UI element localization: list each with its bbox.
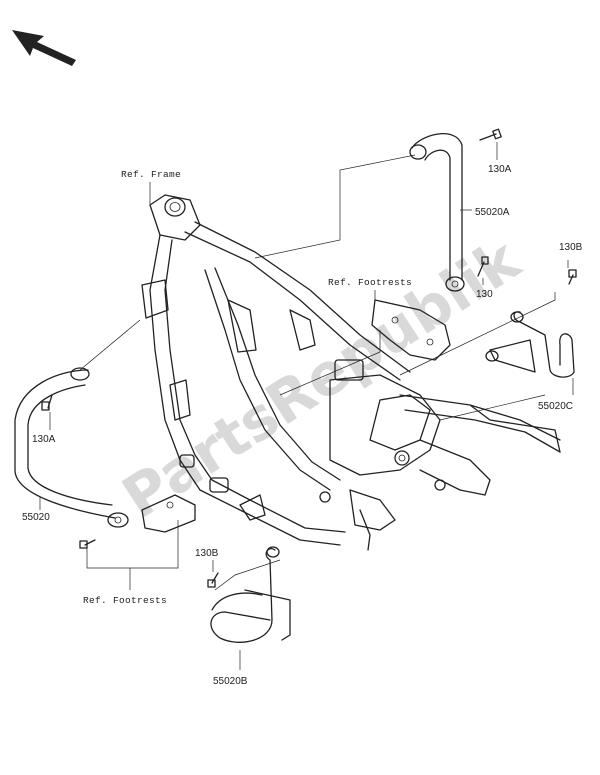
label-ref-footrests-bottom: Ref. Footrests	[83, 595, 167, 606]
label-55020b: 55020B	[213, 676, 248, 687]
bolt-130a-left	[41, 394, 53, 411]
label-130a-left: 130A	[32, 434, 56, 445]
leader-lines	[39, 142, 574, 670]
label-ref-frame: Ref. Frame	[121, 169, 181, 180]
guard-55020a	[409, 133, 465, 292]
label-55020c: 55020C	[538, 401, 573, 412]
label-130b-top: 130B	[559, 242, 583, 253]
bolt-130b-bottom	[207, 572, 219, 588]
bolt-130	[477, 256, 489, 277]
bolt-130b-top	[568, 269, 577, 285]
label-ref-footrests-top: Ref. Footrests	[328, 277, 412, 288]
label-55020a: 55020A	[475, 207, 510, 218]
frame	[141, 194, 561, 551]
footrest-bracket-top	[371, 299, 451, 361]
guard-55020b	[210, 546, 291, 643]
guard-55020	[14, 367, 129, 528]
guard-55020c	[485, 311, 575, 378]
front-direction-arrow-icon	[12, 30, 76, 66]
bolt-130a-top	[479, 128, 502, 141]
label-130b-bottom: 130B	[195, 548, 219, 559]
footrest-bracket-bottom	[141, 494, 196, 533]
bolt-footrest	[79, 539, 96, 549]
label-55020: 55020	[22, 512, 50, 523]
label-130: 130	[476, 289, 493, 300]
label-130a-top: 130A	[488, 164, 512, 175]
